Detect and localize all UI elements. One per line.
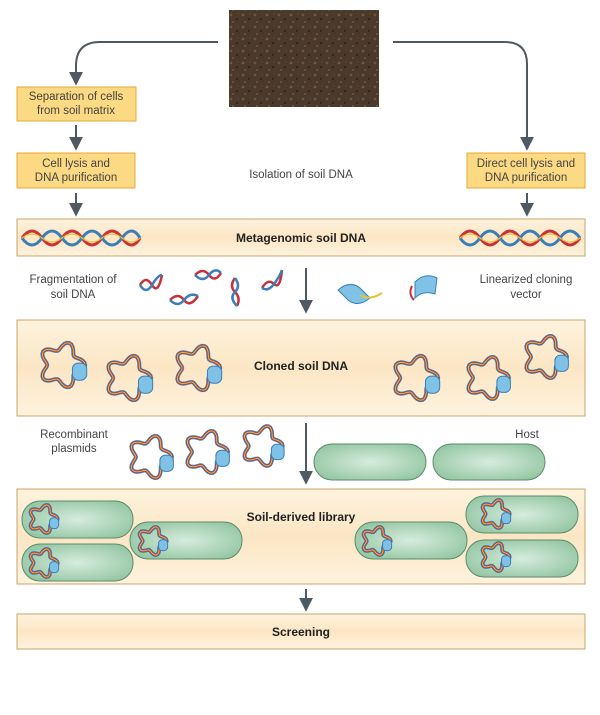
host-label: Host (515, 429, 539, 441)
lysis-step-box: Cell lysis and DNA purification (16, 152, 136, 189)
cloned-plasmid-1 (40, 340, 88, 390)
library-plasmid-6 (480, 540, 512, 574)
linearized-vectors (337, 275, 438, 304)
separation-step-box: Separation of cells from soil matrix (16, 86, 137, 122)
dna-helix-right (458, 229, 582, 247)
cloned-plasmids (40, 333, 570, 403)
library-cell-1 (21, 500, 134, 539)
recombinant-line-2: plasmids (51, 443, 97, 455)
recombinant-plasmid-3 (242, 424, 285, 468)
cloned-dna-label: Cloned soil DNA (254, 359, 348, 373)
vector-line-2: vector (510, 289, 541, 301)
vector-line-1: Linearized cloning (480, 274, 573, 286)
screening-band: Screening (16, 613, 586, 650)
library-plasmid-3 (137, 524, 169, 558)
isolation-label: Isolation of soil DNA (249, 169, 353, 181)
host-cell-2 (432, 443, 546, 481)
dna-fragments (138, 269, 284, 307)
recombinant-line-1: Recombinant (40, 429, 109, 441)
direct-lysis-line-2: DNA purification (485, 172, 567, 184)
direct-lysis-line-1: Direct cell lysis and (477, 158, 575, 170)
host-cell-1 (313, 443, 427, 481)
library-plasmids (28, 497, 512, 580)
library-plasmid-4 (361, 524, 393, 558)
library-cell-3 (129, 521, 243, 560)
library-cell-4 (354, 521, 468, 560)
library-cell-2 (21, 543, 134, 582)
dna-helix-left (20, 229, 142, 247)
arrow-soil-to-separation (69, 41, 218, 86)
direct-lysis-step-box: Direct cell lysis and DNA purification (466, 152, 586, 189)
recombinant-plasmid-1 (129, 433, 175, 481)
cloned-plasmid-3 (175, 343, 223, 393)
recombinant-plasmid-2 (185, 428, 231, 476)
library-cell-5 (465, 495, 579, 534)
arrow-soil-to-direct-lysis (393, 41, 534, 151)
fragmentation-line-2: soil DNA (51, 289, 96, 301)
lysis-line-2: DNA purification (35, 172, 117, 184)
cloned-plasmid-5 (466, 354, 512, 402)
metagenomic-dna-band: Metagenomic soil DNA (16, 218, 586, 257)
soil-sample-image (229, 10, 379, 107)
cloned-plasmid-6 (524, 333, 570, 381)
separation-line-1: Separation of cells (29, 91, 124, 103)
cloned-plasmid-2 (106, 353, 154, 403)
metagenomic-dna-label: Metagenomic soil DNA (236, 231, 366, 245)
recombinant-plasmids (129, 424, 285, 481)
lysis-line-1: Cell lysis and (42, 158, 110, 170)
cloned-plasmid-4 (393, 353, 441, 403)
library-plasmid-2 (28, 546, 60, 580)
fragmentation-line-1: Fragmentation of (30, 274, 118, 286)
library-plasmid-5 (480, 497, 512, 531)
screening-label: Screening (272, 625, 330, 639)
library-plasmid-1 (28, 502, 60, 536)
soil-library-label: Soil-derived library (247, 510, 356, 524)
separation-line-2: from soil matrix (37, 105, 115, 117)
